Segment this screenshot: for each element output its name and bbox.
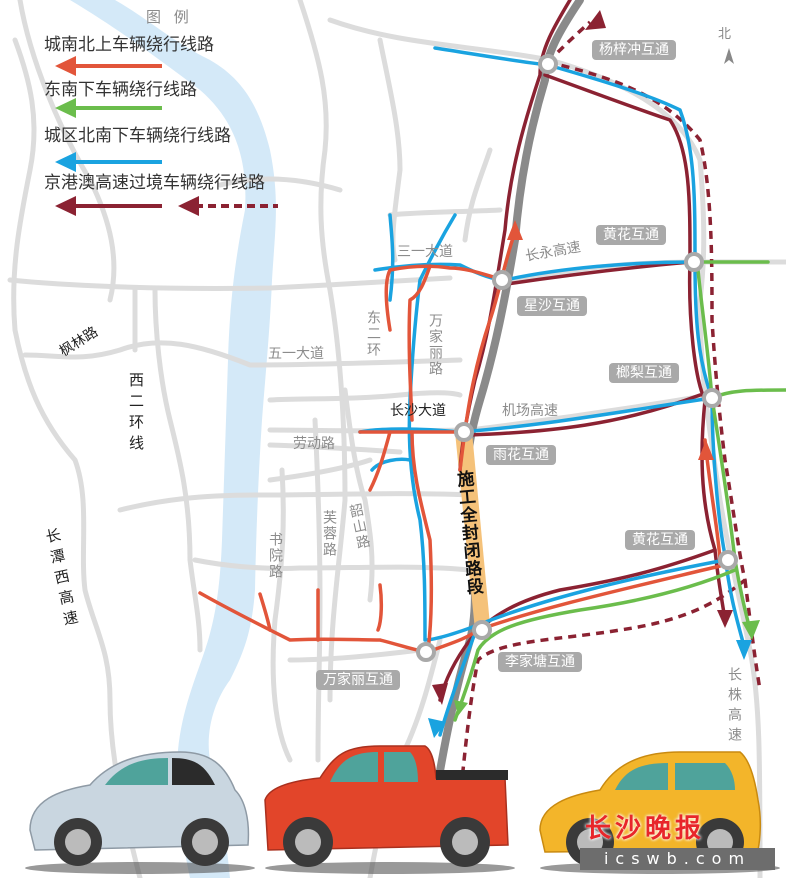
- green-arrow-down-icon-2: [454, 700, 468, 716]
- orange-arrow-up-icon-2: [698, 440, 714, 460]
- legend-label-maroon: 京港澳高速过境车辆绕行线路: [44, 173, 265, 193]
- legend-arrows: [55, 56, 278, 216]
- maroon-arrow-down-icon-2: [717, 610, 733, 628]
- road-label-changzhu: 长株高速: [726, 667, 742, 747]
- north-arrow-icon: [724, 48, 734, 64]
- interchange-xingsha: 星沙互通: [517, 296, 587, 316]
- legend-label-orange: 城南北上车辆绕行线路: [44, 35, 214, 55]
- orange-arrow-up-icon: [507, 220, 523, 240]
- road-label-wuyi: 五一大道: [268, 346, 324, 362]
- interchange-lijiatang: 李家塘互通: [498, 652, 582, 672]
- green-route: [453, 260, 786, 722]
- road-label-dong-erhuan: 东二环: [365, 310, 381, 358]
- legend-title: 图 例: [146, 8, 193, 26]
- interchange-huanghua-south: 黄花互通: [625, 530, 695, 550]
- legend-label-green: 东南下车辆绕行线路: [44, 80, 197, 100]
- interchange-yuhua: 雨花互通: [486, 445, 556, 465]
- interchange-huanghua-north: 黄花互通: [596, 225, 666, 245]
- north-label: 北: [718, 27, 732, 42]
- blue-arrow-down-icon-2: [736, 640, 752, 660]
- maroon-arrow-up-icon: [585, 10, 606, 30]
- watermark-url: icswb.com: [580, 848, 775, 870]
- closed-section-band: [455, 432, 490, 630]
- xiang-river: [70, 0, 276, 878]
- road-label-xi-erhuan: 西二环线: [127, 372, 145, 456]
- interchange-wanjiali: 万家丽互通: [316, 670, 400, 690]
- road-label-furong: 芙蓉路: [321, 510, 337, 558]
- legend-label-blue: 城区北南下车辆绕行线路: [44, 126, 231, 146]
- blue-arrow-down-icon: [428, 718, 446, 738]
- road-label-laodong: 劳动路: [293, 436, 335, 452]
- interchange-lili: 榔梨互通: [609, 363, 679, 383]
- silver-car-illustration: [25, 751, 255, 874]
- red-pickup-illustration: [264, 745, 515, 874]
- road-label-changsha-avenue: 长沙大道: [390, 403, 446, 419]
- newspaper-logo: 长沙晚报: [585, 814, 706, 844]
- green-arrow-down-icon: [742, 620, 760, 640]
- road-label-wanjiali: 万家丽路: [427, 313, 443, 377]
- interchange-nodes: [416, 54, 738, 662]
- road-label-sanyi: 三一大道: [397, 244, 453, 260]
- interchange-yangzichong: 杨梓冲互通: [592, 40, 676, 60]
- road-label-shuyuan: 书院路: [267, 532, 283, 580]
- road-label-airport: 机场高速: [502, 403, 558, 419]
- maroon-arrow-down-icon: [432, 683, 448, 705]
